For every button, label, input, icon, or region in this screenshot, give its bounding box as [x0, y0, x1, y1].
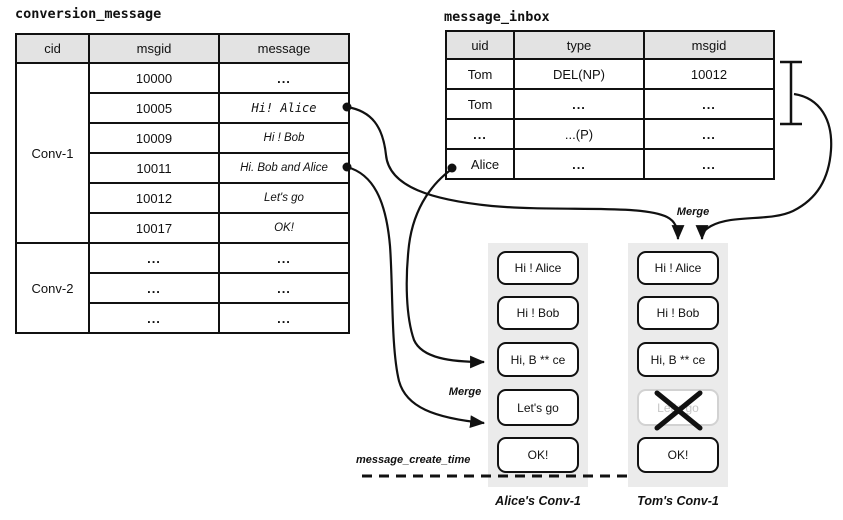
msgid-cell: ... [88, 272, 220, 304]
type-cell: ... [513, 148, 645, 180]
tom-message-bubble: Hi ! Bob [637, 296, 719, 330]
alice-conv-label: Alice's Conv-1 [495, 494, 581, 508]
table-row: 10009 Hi ! Bob [16, 122, 350, 154]
message-cell: Hi! Alice [218, 92, 350, 124]
tom-message-bubble-deleted: Let's go [637, 389, 719, 426]
inbox-rows-bracket [780, 60, 802, 126]
msgid-cell: 10005 [88, 92, 220, 124]
alice-message-bubble: Let's go [497, 389, 579, 426]
msgid-cell: 10009 [88, 122, 220, 154]
uid-cell-alice: Alice [445, 148, 515, 180]
conversion-message-table-title: conversion_message [15, 6, 162, 22]
table-row: 10017 OK! [16, 212, 350, 244]
table-row: 10012 Let's go [16, 182, 350, 214]
cid-group-conv2: Conv-2 [15, 242, 90, 334]
column-header-uid: uid [445, 30, 515, 60]
msgid-cell: ... [88, 302, 220, 334]
msgid-cell: ... [643, 118, 775, 150]
alice-message-bubble: Hi, B ** ce [497, 342, 579, 377]
message-cell: ... [218, 302, 350, 334]
uid-cell: Tom [445, 58, 515, 90]
curve-bob-and-alice-to-alice-column [346, 165, 486, 429]
tom-conv-label: Tom's Conv-1 [637, 494, 719, 508]
message-cell: Hi. Bob and Alice [218, 152, 350, 184]
tom-message-bubble: OK! [637, 437, 719, 473]
message-cell: ... [218, 62, 350, 94]
table-row: Tom DEL(NP) 10012 [445, 58, 775, 90]
uid-cell: ... [445, 118, 515, 150]
message-cell: OK! [218, 212, 350, 244]
merge-label-right: Merge [676, 206, 710, 218]
alice-message-bubble: OK! [497, 437, 579, 473]
table-row: 10011 Hi. Bob and Alice [16, 152, 350, 184]
type-cell: ... [513, 88, 645, 120]
table-row: Tom ... ... [445, 88, 775, 120]
msgid-cell: 10017 [88, 212, 220, 244]
table-header-row: cid msgid message [15, 33, 350, 64]
column-header-msgid: msgid [643, 30, 775, 60]
type-cell: ...(P) [513, 118, 645, 150]
msgid-cell: ... [643, 88, 775, 120]
message-cell: Let's go [218, 182, 350, 214]
alice-message-bubble: Hi ! Bob [497, 296, 579, 330]
message-cell: ... [218, 242, 350, 274]
table-row: ... ... [16, 272, 350, 304]
table-row: Alice ... ... [445, 148, 775, 180]
tom-message-bubble: Hi ! Alice [637, 251, 719, 285]
message-inbox-table-title: message_inbox [444, 9, 550, 25]
column-header-type: type [513, 30, 645, 60]
table-header-row: uid type msgid [445, 30, 775, 60]
uid-cell: Tom [445, 88, 515, 120]
cid-group-conv1: Conv-1 [15, 62, 90, 244]
table-row: Conv-1 10000 ... [15, 62, 350, 244]
alice-message-bubble: Hi ! Alice [497, 251, 579, 285]
msgid-cell: 10012 [643, 58, 775, 90]
curve-alice-inbox-to-alice-column [405, 168, 486, 369]
message-cell: ... [218, 272, 350, 304]
table-row: ... ...(P) ... [445, 118, 775, 150]
column-header-cid: cid [15, 33, 90, 64]
column-header-message: message [218, 33, 350, 64]
msgid-cell: ... [88, 242, 220, 274]
merge-label-left: Merge [448, 386, 482, 398]
table-row: ... ... [16, 302, 350, 334]
message-cell: Hi ! Bob [218, 122, 350, 154]
message-create-time-label: message_create_time [356, 454, 471, 466]
type-cell: DEL(NP) [513, 58, 645, 90]
message-inbox-table: uid type msgid Tom DEL(NP) 10012 Tom ...… [445, 30, 775, 180]
column-header-msgid: msgid [88, 33, 220, 64]
msgid-cell: ... [643, 148, 775, 180]
table-row: Conv-2 ... ... [15, 242, 350, 334]
conversion-message-table: cid msgid message Conv-1 10000 ... 10005… [15, 33, 350, 334]
msgid-cell: 10012 [88, 182, 220, 214]
msgid-cell: 10011 [88, 152, 220, 184]
msgid-cell: 10000 [88, 62, 220, 94]
tom-message-bubble: Hi, B ** ce [637, 342, 719, 377]
